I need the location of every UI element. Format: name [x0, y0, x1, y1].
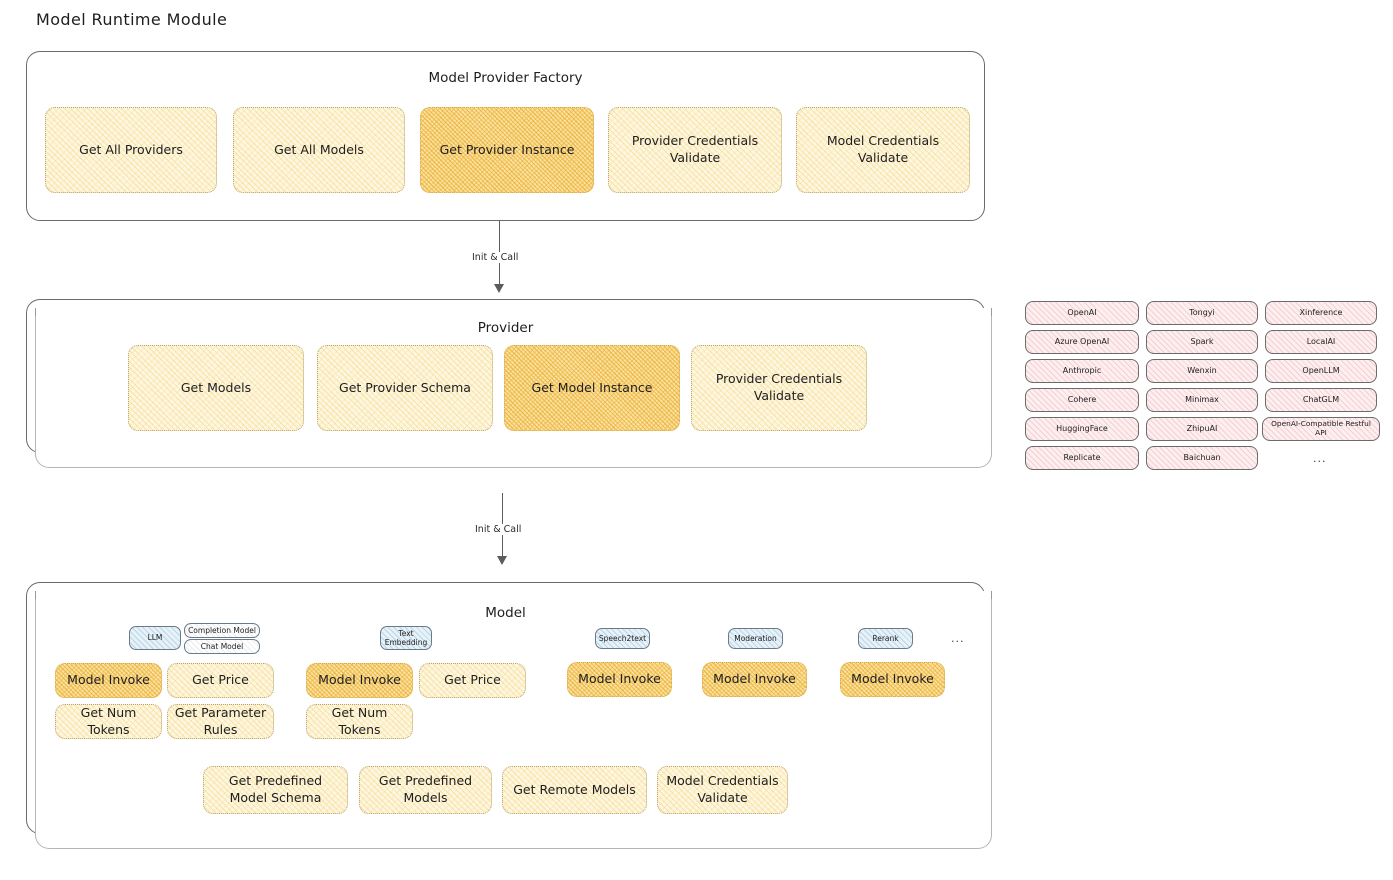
model-type-badge-speech2text[interactable]: Speech2text [595, 628, 650, 649]
node-text-embedding-model-invoke[interactable]: Model Invoke [306, 663, 413, 698]
node-llm-get-num-tokens[interactable]: Get Num Tokens [55, 704, 162, 739]
provider-pill-baichuan[interactable]: Baichuan [1146, 446, 1258, 470]
provider-pill-spark[interactable]: Spark [1146, 330, 1258, 354]
provider-pill-replicate[interactable]: Replicate [1025, 446, 1139, 470]
node-text-embedding-get-num-tokens[interactable]: Get Num Tokens [306, 704, 413, 739]
provider-pill-anthropic[interactable]: Anthropic [1025, 359, 1139, 383]
node-llm-get-parameter-rules[interactable]: Get Parameter Rules [167, 704, 274, 739]
page-title: Model Runtime Module [36, 10, 228, 29]
provider-pill-localai[interactable]: LocalAI [1265, 330, 1377, 354]
model-sub-badge-completion-model[interactable]: Completion Model [184, 623, 260, 638]
node-provider-credentials-validate[interactable]: Provider Credentials Validate [608, 107, 782, 193]
node-text-embedding-get-price[interactable]: Get Price [419, 663, 526, 698]
node-get-provider-schema[interactable]: Get Provider Schema [317, 345, 493, 431]
provider-pill-azure-openai[interactable]: Azure OpenAI [1025, 330, 1139, 354]
node-get-all-models[interactable]: Get All Models [233, 107, 405, 193]
arrow-factory-to-provider-label: Init & Call [468, 252, 523, 263]
model-provider-factory-title: Model Provider Factory [428, 70, 583, 86]
provider-pill-cohere[interactable]: Cohere [1025, 388, 1139, 412]
provider-pill-tongyi[interactable]: Tongyi [1146, 301, 1258, 325]
provider-list-more: ... [1313, 452, 1327, 465]
provider-pill-xinference[interactable]: Xinference [1265, 301, 1377, 325]
model-sub-badge-chat-model[interactable]: Chat Model [184, 639, 260, 654]
provider-pill-wenxin[interactable]: Wenxin [1146, 359, 1258, 383]
model-title: Model [485, 605, 526, 621]
provider-pill-openai-compatible-restful-api[interactable]: OpenAI-Compatible Restful API [1262, 417, 1380, 441]
provider-pill-openai[interactable]: OpenAI [1025, 301, 1139, 325]
provider-pill-openllm[interactable]: OpenLLM [1265, 359, 1377, 383]
provider-pill-zhipuai[interactable]: ZhipuAI [1146, 417, 1258, 441]
node-get-all-providers[interactable]: Get All Providers [45, 107, 217, 193]
provider-pill-minimax[interactable]: Minimax [1146, 388, 1258, 412]
arrow-factory-to-provider-head [494, 284, 504, 293]
node-llm-get-price[interactable]: Get Price [167, 663, 274, 698]
arrow-provider-to-model-head [497, 556, 507, 565]
model-type-badge-llm[interactable]: LLM [129, 626, 181, 650]
node-get-models[interactable]: Get Models [128, 345, 304, 431]
provider-title: Provider [477, 320, 534, 336]
node-speech2text-model-invoke[interactable]: Model Invoke [567, 662, 672, 697]
model-type-badge-moderation[interactable]: Moderation [728, 628, 783, 649]
model-types-more: ... [951, 632, 965, 645]
arrow-provider-to-model-label: Init & Call [471, 524, 526, 535]
node-get-model-instance[interactable]: Get Model Instance [504, 345, 680, 431]
node-moderation-model-invoke[interactable]: Model Invoke [702, 662, 807, 697]
node-provider-credentials-validate-2[interactable]: Provider Credentials Validate [691, 345, 867, 431]
model-type-badge-rerank[interactable]: Rerank [858, 628, 913, 649]
node-rerank-model-invoke[interactable]: Model Invoke [840, 662, 945, 697]
node-model-credentials-validate[interactable]: Model Credentials Validate [796, 107, 970, 193]
node-llm-model-invoke[interactable]: Model Invoke [55, 663, 162, 698]
provider-pill-huggingface[interactable]: HuggingFace [1025, 417, 1139, 441]
node-get-remote-models[interactable]: Get Remote Models [502, 766, 647, 814]
provider-pill-chatglm[interactable]: ChatGLM [1265, 388, 1377, 412]
node-get-predefined-models[interactable]: Get Predefined Models [359, 766, 492, 814]
node-model-credentials-validate-2[interactable]: Model Credentials Validate [657, 766, 788, 814]
model-type-badge-text-embedding[interactable]: Text Embedding [380, 626, 432, 650]
node-get-provider-instance[interactable]: Get Provider Instance [420, 107, 594, 193]
node-get-predefined-model-schema[interactable]: Get Predefined Model Schema [203, 766, 348, 814]
